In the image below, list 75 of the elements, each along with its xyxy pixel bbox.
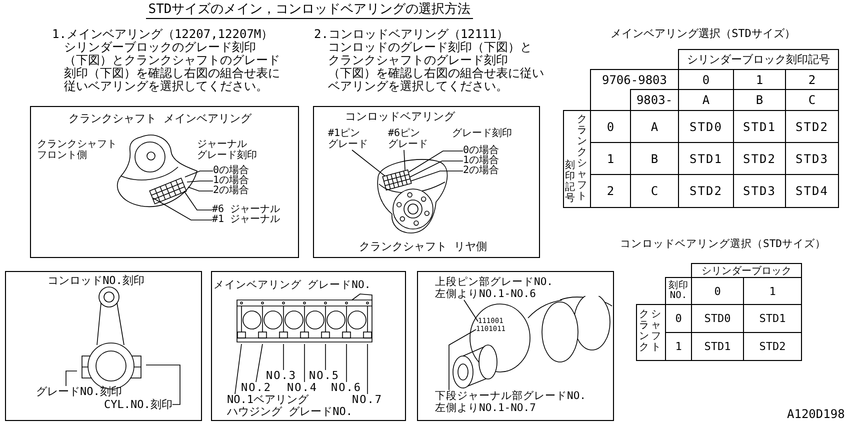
illustration-panel xyxy=(211,271,406,421)
panel-label: クランクシャフト リヤ側 xyxy=(359,241,487,252)
callout-label: NO.1ベアリング xyxy=(227,394,310,406)
step-text: シリンダーブロックのグレード刻印（下図）とクランクシャフトのグレード刻印（下図）を確認し右図の組合せ表に従いベアリングを選択してください。 xyxy=(64,41,280,93)
bearing-grade-cell: STD2 xyxy=(743,332,802,361)
callout-label: グレードNO.刻印 xyxy=(36,386,122,397)
leader-line xyxy=(146,364,180,405)
callout-label: #6 ジャーナル xyxy=(212,205,280,215)
leader-line xyxy=(184,170,214,178)
leader-line xyxy=(188,186,214,192)
leader-line xyxy=(283,344,284,370)
leader-line xyxy=(448,329,476,390)
callout-label: NO.4 xyxy=(287,382,318,393)
illustration-panel xyxy=(30,106,299,258)
panel-label: クランクシャフトフロント側 xyxy=(37,139,117,161)
page-title: STDサイズのメイン，コンロッドベアリングの選択方法 xyxy=(146,1,473,19)
callout-label: ハウジング グレードNO. xyxy=(227,406,352,418)
leader-line xyxy=(184,190,212,210)
illustration-panel xyxy=(5,271,202,421)
leader-line xyxy=(256,344,263,382)
callout-label: 0の場合 xyxy=(213,166,250,176)
panel-heading: コンロッドNO.刻印 xyxy=(48,275,144,286)
vertical-header-text: クランク xyxy=(639,309,649,353)
callout-label: 1の場合 xyxy=(213,176,250,186)
callout-label: NO.3 xyxy=(266,370,296,381)
callout-label: 1の場合 xyxy=(463,156,500,166)
callout-label: 下段ジャーナル部グレードNO. 左側よりNO.1-NO.7 xyxy=(435,390,595,414)
panel-heading: メインベアリング グレードNO. xyxy=(213,280,371,291)
vertical-header-text: クランクシャフト xyxy=(577,114,587,202)
callout-label: NO.5 xyxy=(309,370,340,381)
leader-line xyxy=(66,370,78,386)
column-header-cell: 1 xyxy=(743,277,802,305)
callout-label: 2の場合 xyxy=(213,186,250,196)
leader-line xyxy=(186,180,214,182)
leader-line xyxy=(404,150,406,170)
callout-label: #1 ジャーナル xyxy=(212,215,280,225)
callout-label: 上段ピン部グレードNO. 左側よりNO.1-NO.6 xyxy=(435,276,575,300)
table-title: メインベアリング選択（STDサイズ） xyxy=(610,28,796,39)
callout-label: 0の場合 xyxy=(463,146,500,156)
leader-line xyxy=(325,344,326,370)
leader-line xyxy=(346,344,347,382)
callout-label: 2の場合 xyxy=(463,166,500,176)
model-year-cell: 9803- xyxy=(630,89,679,111)
callout-label: NO.7 xyxy=(352,394,382,405)
panel-label: ジャーナルグレード刻印 xyxy=(197,139,257,161)
leader-line xyxy=(410,170,464,182)
step-heading: 2.コンロッドベアリング（12111） xyxy=(314,28,509,41)
leader-line xyxy=(410,160,464,178)
model-year-cell: 9706-9803 xyxy=(590,69,679,90)
callout-label: CYL.NO.刻印 xyxy=(104,399,172,410)
panel-label: グレード刻印 xyxy=(452,128,512,139)
leader-line xyxy=(234,344,242,394)
leader-line xyxy=(367,344,368,394)
leader-line xyxy=(152,198,212,220)
leader-line xyxy=(408,150,464,172)
leader-line xyxy=(304,344,305,382)
corner-header-cell: 刻印NO. xyxy=(665,277,692,305)
step-heading: 1.メインベアリング（12207,12207M） xyxy=(52,28,274,41)
callout-label: #1ピングレード xyxy=(328,128,368,150)
leader-line xyxy=(464,300,478,322)
callout-label: #6ピングレード xyxy=(388,128,428,150)
vertical-header-text: 刻印記号 xyxy=(565,160,575,204)
step-text: コンロッドのグレード刻印（下図）とクランクシャフトのグレード刻印（下図）を確認し右図の組合せ表に従いベアリングを選択してください。 xyxy=(328,41,544,93)
table-title: コンロッドベアリング選択（STDサイズ） xyxy=(620,239,826,250)
callout-label: NO.6 xyxy=(331,382,362,393)
panel-heading: コンロッドベアリング xyxy=(345,111,455,122)
callout-label: NO.2 xyxy=(241,382,272,393)
bearing-grade-cell: STD4 xyxy=(785,174,839,208)
illustration-panel xyxy=(313,106,540,258)
panel-heading: クランクシャフト メインベアリング xyxy=(68,113,252,124)
illustration-panel xyxy=(417,271,614,421)
column-header-cell: シリンダーブロック刻印記号 xyxy=(678,49,839,70)
figure-code: A120D198 xyxy=(787,409,845,420)
leader-line xyxy=(352,150,386,176)
vertical-header-text: シャフト xyxy=(651,309,661,353)
